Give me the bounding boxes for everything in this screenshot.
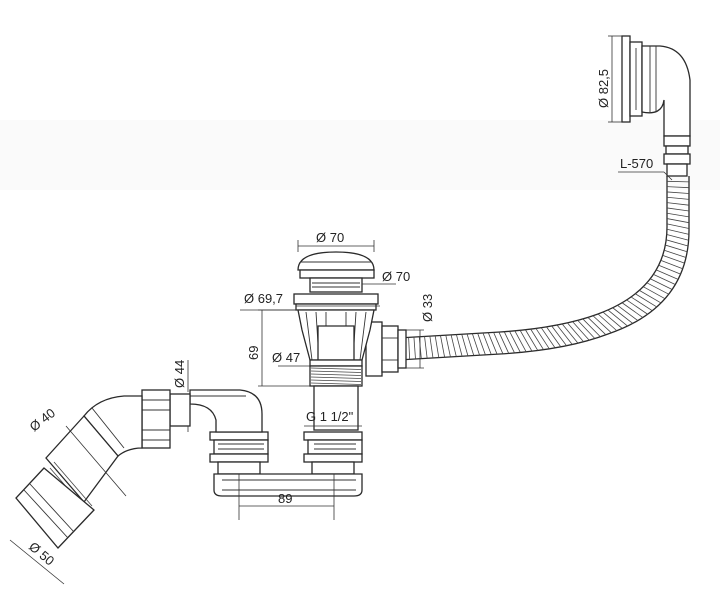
hose-rib: [440, 335, 446, 358]
hose-rib: [666, 202, 690, 206]
hose-rib: [666, 212, 690, 218]
hose-rib: [530, 328, 544, 350]
hose-rib: [461, 334, 469, 356]
hose-rib: [666, 239, 689, 247]
hose-rib: [650, 278, 673, 290]
flexible-hose: [397, 176, 690, 361]
dim-height-69: 69: [246, 346, 261, 360]
hose-rib: [656, 269, 679, 280]
hose-rib: [666, 196, 690, 200]
hose-rib: [466, 333, 475, 356]
hose-rib: [493, 332, 504, 354]
hose-rib: [445, 335, 451, 357]
hose-rib: [646, 282, 669, 295]
thread-line: [310, 367, 362, 370]
hose-rib: [561, 323, 579, 344]
hose-rib: [434, 335, 440, 358]
hose-rib: [666, 191, 690, 194]
thread-line: [310, 370, 362, 373]
hose-rib: [514, 330, 527, 353]
hose-rib: [612, 307, 633, 324]
thread-line: [310, 373, 362, 376]
thread-line: [310, 379, 362, 382]
hose-rib: [602, 311, 623, 329]
dim-dia-70-side: Ø 70: [382, 269, 410, 284]
hose-rib: [567, 322, 584, 343]
hose-rib: [519, 330, 533, 352]
hose-rib: [660, 259, 683, 270]
hose-rib: [424, 336, 428, 359]
hose-rib: [653, 274, 676, 285]
hose-rib: [592, 315, 612, 334]
hose-rib: [643, 286, 666, 300]
dim-dia-33: Ø 33: [420, 294, 435, 322]
hose-rib: [408, 337, 411, 360]
overflow-head: [621, 35, 691, 177]
dim-spacing-89: 89: [278, 491, 292, 506]
hose-rib: [429, 336, 434, 358]
hose-rib: [617, 305, 639, 321]
side-outlet-nut: [365, 321, 407, 377]
dim-thread: G 1 1/2": [306, 409, 354, 424]
hose-rib: [503, 331, 515, 354]
hose-rib: [662, 254, 685, 264]
hose-rib: [487, 332, 498, 355]
hose-rib: [635, 293, 657, 308]
hose-rib: [477, 333, 486, 355]
hose-rib: [626, 299, 648, 315]
dim-length-570: L-570: [620, 156, 653, 171]
dim-dia-44: Ø 44: [172, 360, 187, 388]
hose-rib: [664, 249, 687, 258]
hose-rib: [587, 317, 607, 336]
outlet-elbow: [15, 389, 263, 549]
hose-rib: [666, 228, 690, 235]
hose-rib: [666, 186, 690, 189]
click-clack-drain: [293, 251, 379, 387]
hose-rib: [572, 321, 590, 341]
hose-rib: [666, 207, 690, 212]
dim-dia-69-7: Ø 69,7: [244, 291, 283, 306]
hose-rib: [639, 290, 662, 304]
thread-line: [310, 382, 362, 385]
hose-rib: [665, 244, 688, 253]
dim-dia-82-5: Ø 82,5: [596, 69, 611, 108]
hose-rib: [577, 320, 596, 339]
hose-rib: [509, 331, 521, 353]
hose-rib: [666, 218, 690, 224]
trap-assembly: [209, 385, 363, 497]
hose-rib: [498, 331, 510, 354]
hose-rib: [525, 329, 539, 351]
hose-rib: [666, 180, 690, 183]
hose-rib: [535, 328, 550, 350]
hose-rib: [540, 327, 556, 349]
hose-rib: [607, 309, 628, 327]
hose-rib: [551, 325, 567, 346]
hose-rib: [630, 296, 653, 312]
hose-rib: [582, 318, 601, 338]
hose-rib: [658, 264, 681, 275]
dim-dia-70-top: Ø 70: [316, 230, 344, 245]
hose-rib: [456, 334, 463, 357]
hose-rib: [413, 337, 416, 359]
thread-line: [310, 376, 362, 379]
hose-rib: [666, 223, 690, 229]
hose-rib: [666, 234, 689, 241]
dim-dia-47: Ø 47: [272, 350, 300, 365]
hose-rib: [450, 334, 457, 357]
hose-rib: [471, 333, 480, 356]
dimension-lines: [9, 35, 673, 585]
hose-rib: [546, 326, 562, 348]
hose-rib: [621, 302, 644, 318]
hose-rib: [482, 332, 492, 355]
hose-rib: [556, 324, 573, 345]
hose-rib: [597, 313, 618, 332]
